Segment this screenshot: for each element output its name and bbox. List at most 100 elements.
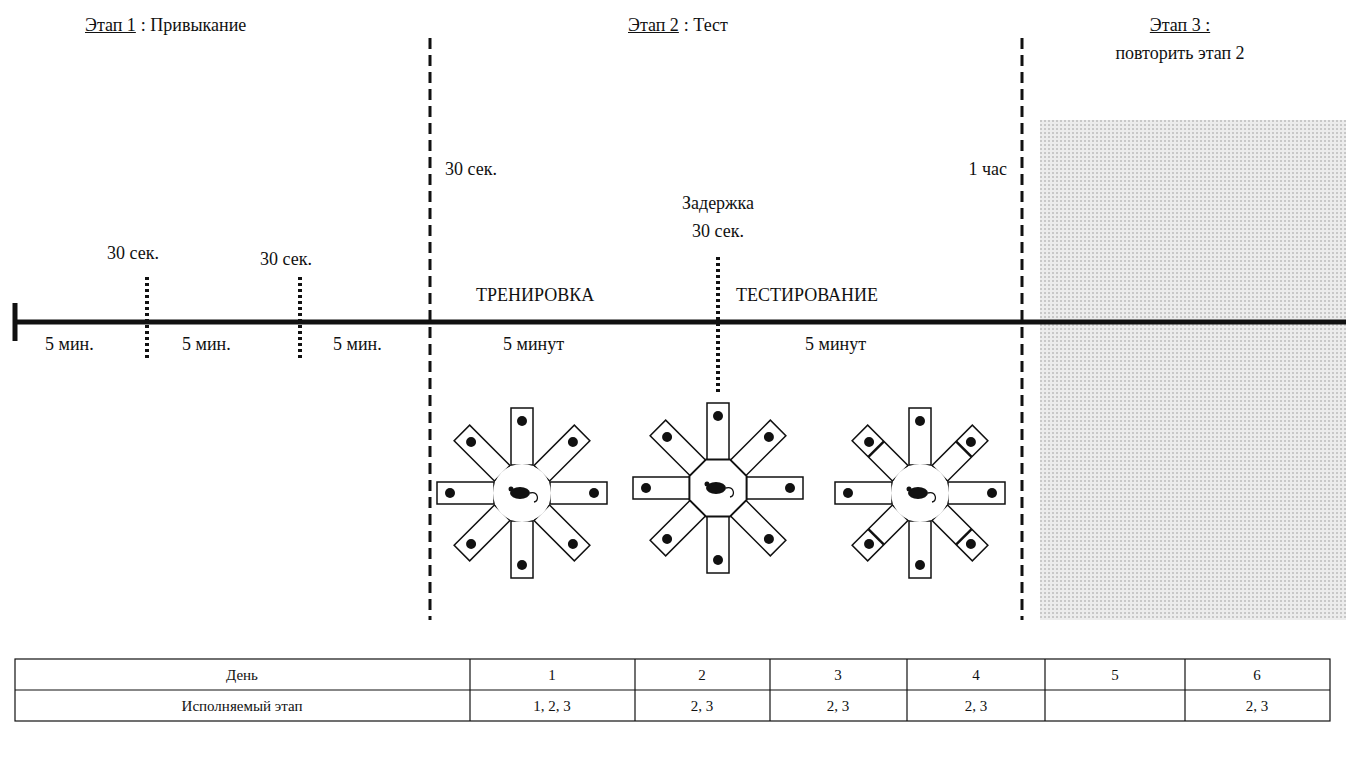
maze-arm — [437, 482, 494, 504]
arm-outline — [835, 482, 892, 504]
stage-heading: повторить этап 2 — [1115, 42, 1244, 64]
table-cell: 2 — [698, 664, 706, 686]
food-dot — [566, 537, 580, 551]
food-dot — [660, 532, 674, 546]
time-label: 30 сек. — [445, 158, 497, 180]
maze-arm — [835, 482, 892, 504]
food-dot — [589, 488, 599, 498]
table-cell: 1, 2, 3 — [533, 695, 571, 717]
time-label: 5 мин. — [45, 333, 94, 355]
table-cell: День — [226, 664, 258, 686]
time-label: Задержка — [682, 192, 754, 214]
stage-heading: Этап 2 — [628, 14, 679, 36]
maze-arm — [707, 403, 729, 460]
food-dot — [964, 537, 978, 551]
stage-heading: Этап 1 — [85, 14, 136, 36]
table-cell: Исполняемый этап — [182, 695, 303, 717]
timeline — [15, 320, 1346, 325]
food-dot — [566, 435, 580, 449]
food-dot — [641, 483, 651, 493]
stage-separator — [429, 38, 432, 620]
arm-outline — [707, 516, 729, 573]
stage-separator — [1021, 38, 1024, 620]
table-cell: 4 — [972, 664, 980, 686]
mouse-ear — [509, 487, 514, 492]
food-dot — [915, 560, 925, 570]
arm-outline — [909, 408, 931, 465]
arm-outline — [437, 482, 494, 504]
time-label: 1 час — [968, 158, 1007, 180]
arm-outline — [707, 403, 729, 460]
arm-outline — [511, 408, 533, 465]
table-cell: 2, 3 — [827, 695, 850, 717]
table-cell: 2, 3 — [1246, 695, 1269, 717]
food-dot — [713, 411, 723, 421]
table-cell: 6 — [1253, 664, 1261, 686]
maze-arm — [746, 477, 803, 499]
timeline-start — [13, 303, 18, 341]
maze-arm — [633, 477, 690, 499]
arm-outline — [633, 477, 690, 499]
time-label: 5 мин. — [182, 333, 231, 355]
maze-center — [891, 464, 949, 522]
table-grid — [15, 659, 1330, 721]
food-dot — [445, 488, 455, 498]
maze-arm — [707, 516, 729, 573]
time-label: 30 сек. — [260, 248, 312, 270]
maze — [437, 408, 607, 578]
arm-outline — [746, 477, 803, 499]
time-label: ТРЕНИРОВКА — [476, 284, 594, 306]
maze — [633, 403, 803, 573]
food-dot — [713, 555, 723, 565]
food-dot — [517, 416, 527, 426]
maze-arm — [511, 408, 533, 465]
table-cell: 3 — [834, 664, 842, 686]
time-label: 5 мин. — [333, 333, 382, 355]
arm-block — [956, 441, 972, 457]
mouse-tail — [726, 488, 733, 497]
time-label: ТЕСТИРОВАНИЕ — [736, 284, 878, 306]
food-dot — [785, 483, 795, 493]
arm-outline — [550, 482, 607, 504]
food-dot — [762, 430, 776, 444]
mouse-tail — [928, 493, 935, 502]
arm-outline — [511, 521, 533, 578]
maze-center — [689, 459, 747, 517]
food-dot — [660, 430, 674, 444]
food-dot — [464, 435, 478, 449]
stage-heading: : Тест — [684, 14, 728, 36]
mouse-ear — [907, 487, 912, 492]
closed-center — [689, 459, 746, 516]
radial-maze — [437, 403, 1005, 578]
arm-block — [956, 529, 972, 545]
food-dot — [862, 537, 876, 551]
maze-arm — [948, 482, 1005, 504]
table-cell: 2, 3 — [965, 695, 988, 717]
maze — [835, 408, 1005, 578]
mouse-ear — [705, 482, 710, 487]
food-dot — [843, 488, 853, 498]
pause-marker — [298, 277, 302, 360]
arm-block — [868, 529, 884, 545]
time-label: 5 минут — [805, 333, 866, 355]
stage-heading: : Привыкание — [141, 14, 246, 36]
food-dot — [987, 488, 997, 498]
maze-arm — [909, 521, 931, 578]
arm-block — [868, 441, 884, 457]
food-dot — [517, 560, 527, 570]
time-label: 30 сек. — [692, 220, 744, 242]
food-dot — [862, 435, 876, 449]
time-label: 30 сек. — [107, 242, 159, 264]
mouse-tail — [530, 493, 537, 502]
food-dot — [762, 532, 776, 546]
maze-arm — [909, 408, 931, 465]
food-dot — [964, 435, 978, 449]
food-dot — [915, 416, 925, 426]
arm-outline — [948, 482, 1005, 504]
food-dot — [464, 537, 478, 551]
shaded-region — [1040, 120, 1346, 620]
maze-arm — [511, 521, 533, 578]
time-label: 5 минут — [503, 333, 564, 355]
stage-heading: Этап 3 : — [1150, 14, 1210, 36]
